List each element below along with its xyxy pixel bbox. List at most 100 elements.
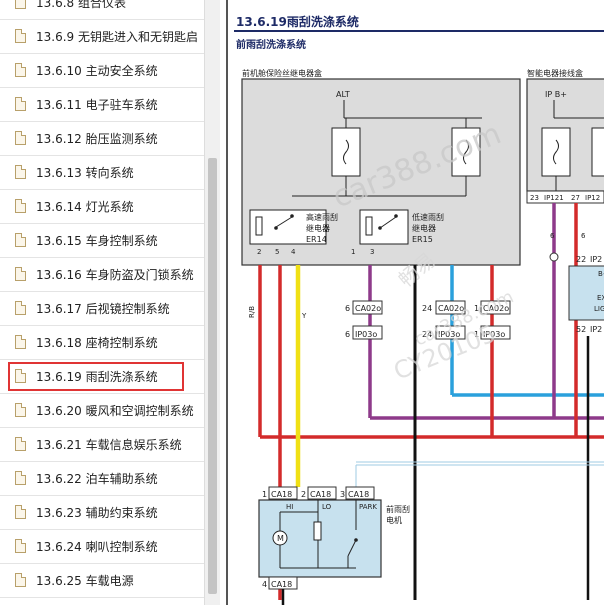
ip-pin: 27: [571, 194, 580, 202]
nav-item-13-6-21[interactable]: 13.6.21 车载信息娱乐系统: [0, 428, 204, 462]
connector-box: [435, 300, 466, 315]
page-border: [226, 0, 228, 605]
document-icon: [15, 267, 26, 281]
subsection-title: 前雨刮洗涤系统: [236, 40, 306, 51]
nav-item-13-6-8[interactable]: 13.6.8 组合仪表: [0, 0, 204, 20]
document-icon: [15, 369, 26, 383]
nav-item-13-6-16[interactable]: 13.6.16 车身防盗及门锁系统: [0, 258, 204, 292]
fuse-ip: [541, 127, 604, 177]
nav-item-label: 13.6.25 车载电源: [36, 574, 134, 588]
connector-box: [480, 300, 511, 315]
motor-connector-name: CA18: [310, 490, 331, 499]
motor-symbol: [272, 530, 288, 546]
high-relay-id: ER14: [306, 235, 327, 244]
nav-item-13-6-23[interactable]: 13.6.23 辅助约束系统: [0, 496, 204, 530]
nav-item-label: 13.6.16 车身防盗及门锁系统: [36, 268, 194, 282]
document-icon: [15, 335, 26, 349]
document-icon: [15, 131, 26, 145]
connector-box: [307, 486, 337, 500]
wiper-motor-label-line1: 前雨刮: [386, 504, 410, 514]
module-label: B+: [598, 270, 604, 278]
connector-name: IP03o: [438, 330, 460, 339]
motor-connector-name: CA18: [348, 490, 369, 499]
connector-pin: 6: [345, 304, 350, 313]
nav-item-label: 13.6.20 暖风和空调控制系统: [36, 404, 194, 418]
park-switch: [347, 539, 357, 557]
relay-pin: 3: [370, 248, 374, 256]
connector-name: CA02o: [438, 304, 464, 313]
connector-pin: 6: [345, 330, 350, 339]
document-icon: [15, 0, 26, 9]
connector-box: [352, 325, 383, 340]
motor-terminal-label: HI: [286, 503, 293, 511]
low-relay-label-line2: 继电器: [412, 223, 436, 233]
ip-bplus-label: IP B+: [545, 90, 567, 99]
ip-pin: IP121: [544, 194, 564, 202]
low-relay-id: ER15: [412, 235, 433, 244]
connector-pin: 24: [422, 330, 432, 339]
connector-box: [345, 486, 375, 500]
nav-item-label: 13.6.13 转向系统: [36, 166, 134, 180]
nav-item-label: 13.6.12 胎压监测系统: [36, 132, 158, 146]
nav-item-13-6-13[interactable]: 13.6.13 转向系统: [0, 156, 204, 190]
connector-box: [268, 486, 298, 500]
nav-item-13-6-11[interactable]: 13.6.11 电子驻车系统: [0, 88, 204, 122]
nav-item-label: 13.6.23 辅助约束系统: [36, 506, 158, 520]
connector-name: IP03o: [355, 330, 377, 339]
module-pin: 22: [576, 255, 586, 264]
chapter-navigation: 13.6.8 组合仪表 13.6.9 无钥匙进入和无钥匙启 13.6.10 主动…: [0, 0, 204, 605]
fuse-1: [331, 127, 361, 177]
module-pin: IP2: [590, 325, 602, 334]
document-icon: [15, 199, 26, 213]
nav-scrollbar[interactable]: [204, 0, 220, 605]
module-label: EX: [597, 294, 604, 302]
nav-item-13-6-10[interactable]: 13.6.10 主动安全系统: [0, 54, 204, 88]
nav-item-label: 13.6.19 雨刮洗涤系统: [36, 370, 158, 384]
nav-item-13-6-9[interactable]: 13.6.9 无钥匙进入和无钥匙启: [0, 20, 204, 54]
front-fuse-box-label: 前机舱保险丝继电器盒: [242, 68, 322, 78]
nav-item-13-6-15[interactable]: 13.6.15 车身控制系统: [0, 224, 204, 258]
low-speed-wiper-relay: [359, 209, 409, 245]
document-icon: [15, 97, 26, 111]
nav-item-13-6-19[interactable]: 13.6.19 雨刮洗涤系统: [0, 360, 204, 394]
exterior-light-module: [568, 265, 604, 321]
high-relay-label-line1: 高速雨刮: [306, 212, 338, 222]
nav-item-13-6-24[interactable]: 13.6.24 喇叭控制系统: [0, 530, 204, 564]
document-icon: [15, 437, 26, 451]
ip-pin: IP12: [585, 194, 600, 202]
nav-item-13-6-18[interactable]: 13.6.18 座椅控制系统: [0, 326, 204, 360]
nav-item-13-6-14[interactable]: 13.6.14 灯光系统: [0, 190, 204, 224]
nav-item-13-6-17[interactable]: 13.6.17 后视镜控制系统: [0, 292, 204, 326]
nav-item-13-6-22[interactable]: 13.6.22 泊车辅助系统: [0, 462, 204, 496]
document-icon: [15, 233, 26, 247]
nav-item-13-6-12[interactable]: 13.6.12 胎压监测系统: [0, 122, 204, 156]
scrollbar-thumb[interactable]: [208, 158, 217, 594]
nav-item-label: 13.6.15 车身控制系统: [36, 234, 158, 248]
document-icon: [15, 505, 26, 519]
wiper-motor-label-line2: 电机: [386, 515, 402, 525]
nav-item-label: 13.6.24 喇叭控制系统: [36, 540, 158, 554]
relay-pin: 5: [275, 248, 279, 256]
nav-item-label: 13.6.14 灯光系统: [36, 200, 134, 214]
connector-box: [480, 325, 511, 340]
document-icon: [15, 63, 26, 77]
nav-item-13-6-20[interactable]: 13.6.20 暖风和空调控制系统: [0, 394, 204, 428]
motor-terminal-label: LO: [322, 503, 332, 511]
document-icon: [15, 471, 26, 485]
fuse-2: [451, 127, 481, 177]
document-icon: [15, 573, 26, 587]
motor-pin: 2: [301, 490, 306, 499]
relay-pin: 1: [351, 248, 355, 256]
nav-item-label: 13.6.18 座椅控制系统: [36, 336, 158, 350]
motor-pin: 4: [262, 580, 267, 589]
nav-item-label: 13.6.9 无钥匙进入和无钥匙启: [36, 30, 198, 44]
module-pin: IP2: [590, 255, 602, 264]
title-divider: [234, 30, 604, 32]
nav-item-13-6-25[interactable]: 13.6.25 车载电源: [0, 564, 204, 598]
connector-name: CA02o: [483, 304, 509, 313]
high-speed-wiper-relay: [249, 209, 327, 245]
ip-pin-strip: [526, 190, 604, 204]
connector-pin: 1: [474, 330, 479, 339]
high-relay-label-line2: 继电器: [306, 223, 330, 233]
splice-point: [549, 252, 559, 262]
